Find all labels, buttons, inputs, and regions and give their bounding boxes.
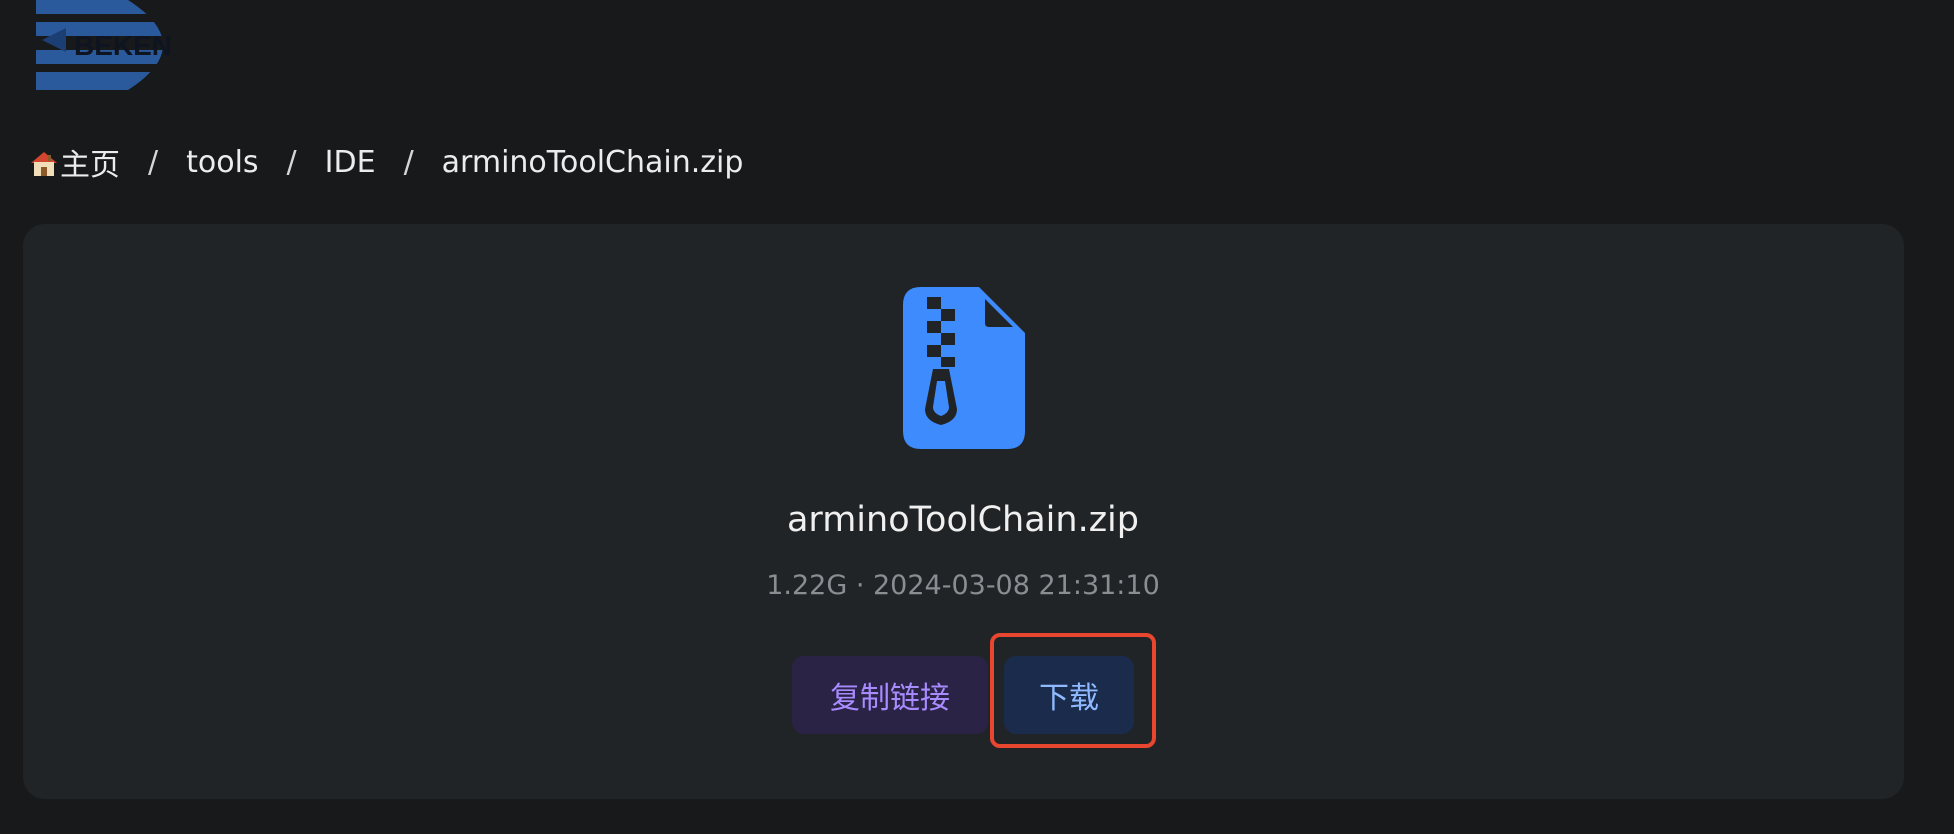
breadcrumb-home-label: 主页 [60,148,120,183]
breadcrumb-home[interactable]: 主页 [30,140,120,184]
copy-link-button[interactable]: 复制链接 [792,656,988,734]
breadcrumb-ide[interactable]: IDE [324,144,376,180]
beken-logo[interactable]: BEKEN [36,0,200,90]
download-button[interactable]: 下载 [1004,656,1134,734]
house-icon [31,152,57,176]
file-meta: 1.22G · 2024-03-08 21:31:10 [766,570,1160,601]
breadcrumb-current-file: arminoToolChain.zip [441,144,744,180]
breadcrumb-separator: / [403,144,414,180]
breadcrumb: 主页 / tools / IDE / arminoToolChain.zip [30,140,743,184]
zip-file-icon [903,287,1025,449]
svg-text:BEKEN: BEKEN [74,30,172,61]
breadcrumb-tools[interactable]: tools [186,144,259,180]
file-name: arminoToolChain.zip [786,500,1140,540]
breadcrumb-separator: / [286,144,297,180]
breadcrumb-separator: / [148,144,159,180]
